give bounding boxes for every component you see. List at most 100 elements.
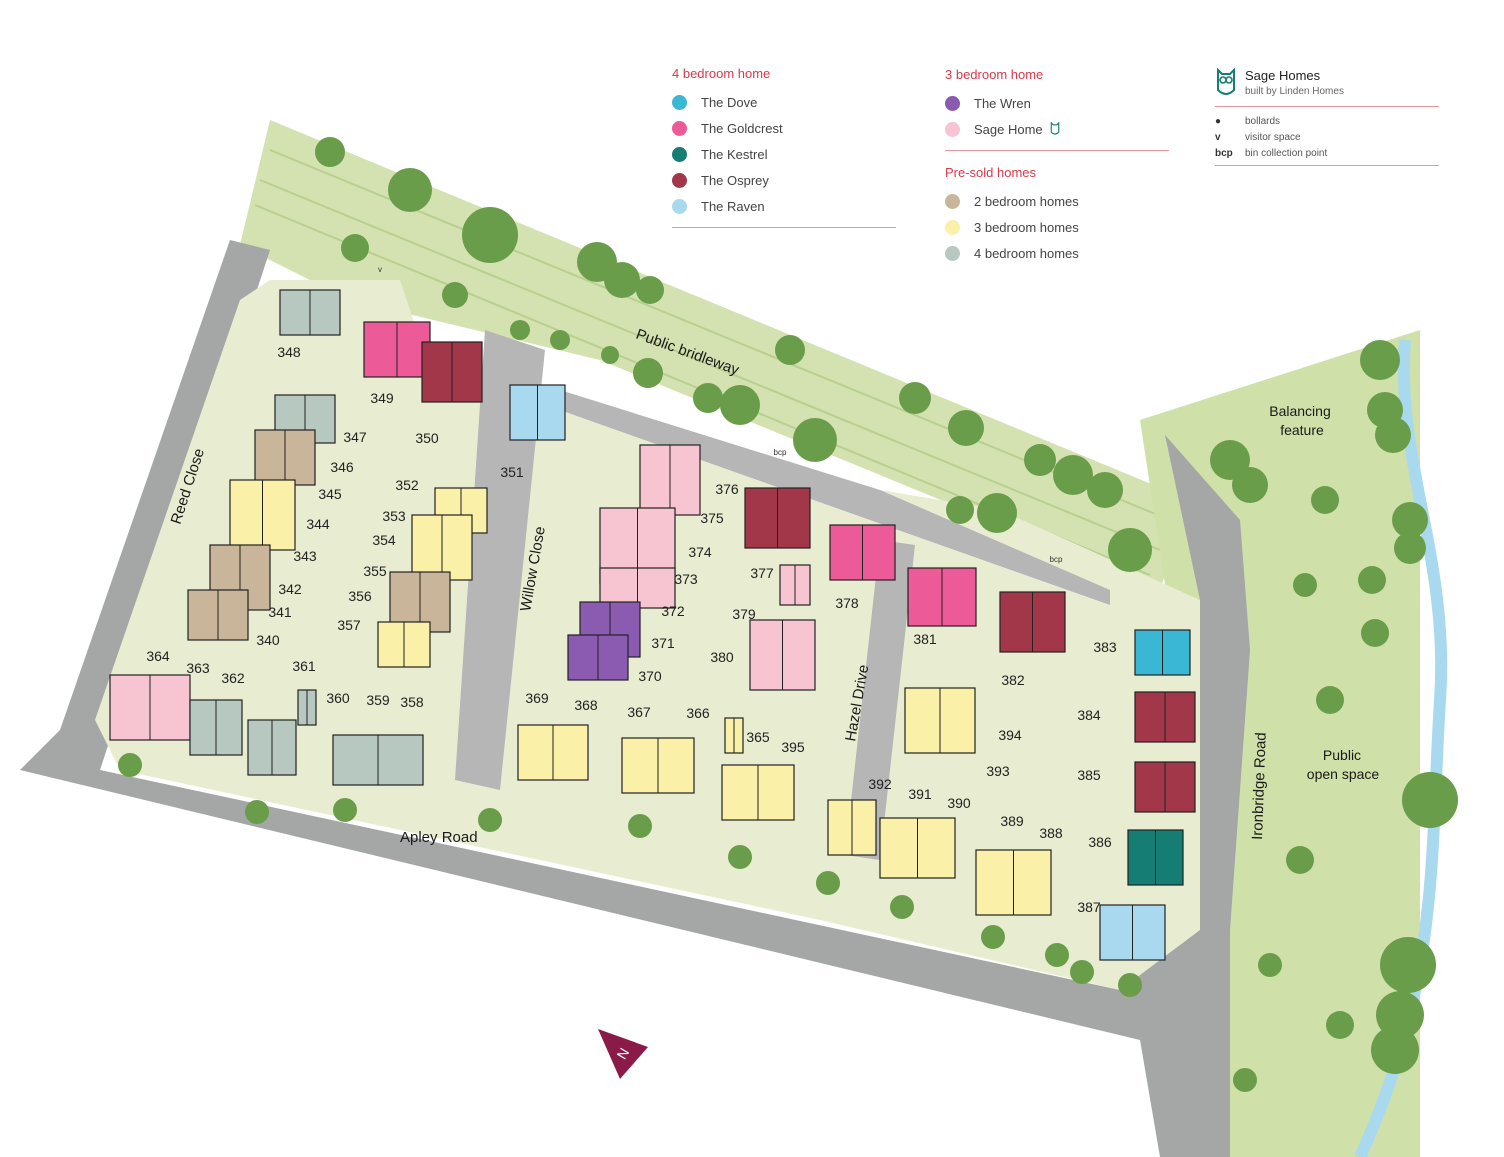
plot-number[interactable]: 343: [293, 548, 317, 564]
plot-number[interactable]: 355: [363, 563, 387, 579]
plot-number[interactable]: 376: [715, 481, 739, 497]
bcp-label: bcp: [774, 448, 787, 457]
plot-number[interactable]: 351: [500, 464, 524, 480]
plot-number[interactable]: 348: [277, 344, 301, 360]
plot-number[interactable]: 395: [781, 739, 805, 755]
owl-icon: [1050, 122, 1059, 135]
key-label: visitor space: [1245, 131, 1301, 143]
legend-swatch: [945, 219, 960, 235]
legend-swatch: [945, 245, 960, 261]
plot-number[interactable]: 389: [1000, 813, 1024, 829]
plot-number[interactable]: 371: [651, 635, 675, 651]
plot-number[interactable]: 385: [1077, 767, 1101, 783]
road-label-apley-road: Apley Road: [400, 829, 478, 846]
plot-number[interactable]: 360: [326, 690, 350, 706]
plot-number[interactable]: 374: [688, 544, 712, 560]
house-blocks: [109, 289, 1196, 961]
legend-label: The Osprey: [701, 172, 769, 188]
plot-number[interactable]: 352: [395, 477, 419, 493]
plot-number[interactable]: 388: [1039, 825, 1063, 841]
plot-number[interactable]: 381: [913, 631, 937, 647]
owl-icon: [1217, 68, 1235, 95]
key-symbol: ●: [1215, 115, 1222, 127]
legend-divider: [672, 227, 896, 228]
plot-number[interactable]: 382: [1001, 672, 1025, 688]
plot-number[interactable]: 369: [525, 690, 549, 706]
balancing-feature-label-line2: feature: [1280, 422, 1324, 438]
plot-number[interactable]: 394: [998, 727, 1022, 743]
legend-item: The Raven: [672, 193, 896, 219]
plot-number[interactable]: 364: [146, 648, 170, 664]
plot-number[interactable]: 391: [908, 786, 932, 802]
plot-number[interactable]: 386: [1088, 834, 1112, 850]
plot-number[interactable]: 341: [268, 604, 292, 620]
trees: [118, 137, 1458, 1092]
plot-number[interactable]: 379: [732, 606, 756, 622]
legend-label: The Wren: [974, 95, 1031, 111]
plot-number[interactable]: 368: [574, 697, 598, 713]
legend-item: The Osprey: [672, 167, 896, 193]
brand-tagline: built by Linden Homes: [1245, 86, 1344, 97]
plot-number[interactable]: 380: [710, 649, 734, 665]
legend-swatch: [672, 120, 687, 136]
key-symbol: bcp: [1215, 147, 1233, 159]
open-space-label-line1: Public: [1323, 747, 1361, 763]
plot-number[interactable]: 378: [835, 595, 859, 611]
plot-number[interactable]: 362: [221, 670, 245, 686]
legend-item: 3 bedroom homes: [945, 214, 1169, 240]
plot-number[interactable]: 383: [1093, 639, 1117, 655]
plot-number[interactable]: 375: [700, 510, 724, 526]
legend-swatch: [672, 198, 687, 214]
plot-number[interactable]: 387: [1077, 899, 1101, 915]
legend-swatch: [945, 95, 960, 111]
plot-number[interactable]: 377: [750, 565, 774, 581]
legend-3-bedroom-heading: 3 bedroom home: [945, 67, 1044, 82]
plot-number[interactable]: 350: [415, 430, 439, 446]
plot-number[interactable]: 353: [382, 508, 406, 524]
plot-number-labels: 348 349 350 351 347 346 345 344 343 342 341 340 352 3…: [146, 344, 1117, 915]
plot-number[interactable]: 393: [986, 763, 1010, 779]
legend-label: The Dove: [701, 94, 758, 110]
plot-number[interactable]: 359: [366, 692, 390, 708]
legend-item: The Kestrel: [672, 141, 896, 167]
key-item: ● bollards: [1215, 113, 1439, 129]
development-ground: [95, 280, 1200, 990]
plot-number[interactable]: 361: [292, 658, 316, 674]
plot-number[interactable]: 344: [306, 516, 330, 532]
legend-label: 4 bedroom homes: [974, 245, 1079, 261]
key-label: bollards: [1245, 115, 1281, 127]
plot-number[interactable]: 345: [318, 486, 342, 502]
plot-number[interactable]: 349: [370, 390, 394, 406]
plot-number[interactable]: 373: [674, 571, 698, 587]
plot-number[interactable]: 356: [348, 588, 372, 604]
legend-4-bedroom-heading: 4 bedroom home: [672, 66, 771, 81]
plot-number[interactable]: 357: [337, 617, 361, 633]
plot-number[interactable]: 354: [372, 532, 396, 548]
legend-label: The Goldcrest: [701, 120, 783, 136]
plot-number[interactable]: 384: [1077, 707, 1101, 723]
open-space-label-line2: open space: [1307, 766, 1380, 782]
bcp-label-2: bcp: [1050, 555, 1063, 564]
plot-number[interactable]: 372: [661, 603, 685, 619]
plot-number[interactable]: 342: [278, 581, 302, 597]
plot-number[interactable]: 363: [186, 660, 210, 676]
plot-number[interactable]: 340: [256, 632, 280, 648]
plot-number[interactable]: 370: [638, 668, 662, 684]
legend-presold-heading: Pre-sold homes: [945, 165, 1037, 180]
plot-number[interactable]: 392: [868, 776, 892, 792]
plot-number[interactable]: 367: [627, 704, 651, 720]
legend-item: Sage Home: [945, 116, 1169, 142]
visitor-space-label: v: [378, 265, 382, 274]
balancing-feature-label-line1: Balancing: [1269, 403, 1331, 419]
plot-number[interactable]: 347: [343, 429, 367, 445]
plot-number[interactable]: 365: [746, 729, 770, 745]
legend-label: The Raven: [701, 198, 765, 214]
plot-number[interactable]: 366: [686, 705, 710, 721]
legend-item: The Dove: [672, 89, 896, 115]
plot-number[interactable]: 358: [400, 694, 424, 710]
plot-number[interactable]: 390: [947, 795, 971, 811]
plot-number[interactable]: 346: [330, 459, 354, 475]
